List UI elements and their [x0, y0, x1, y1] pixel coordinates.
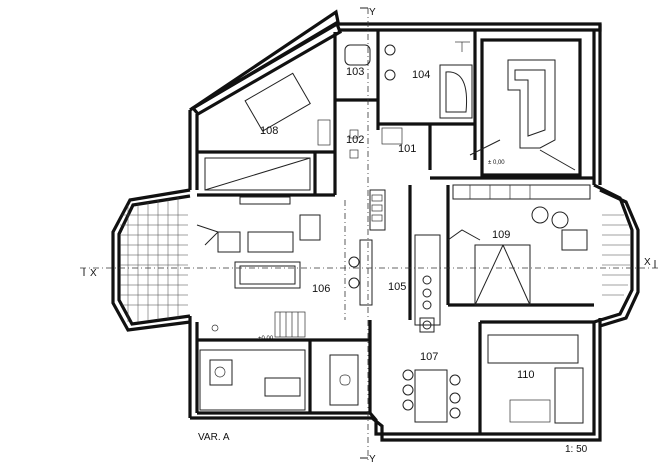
section-y-bottom: Y	[369, 454, 376, 465]
room-label-101: 101	[398, 143, 416, 155]
section-y-top: Y	[369, 7, 376, 18]
room-label-107: 107	[420, 351, 438, 363]
interior-walls	[197, 30, 594, 434]
hall-105-furniture	[344, 189, 386, 320]
room-label-106: 106	[312, 283, 330, 295]
room-label-105: 105	[388, 281, 406, 293]
section-x-left: X	[90, 268, 97, 279]
room-label-108: 108	[260, 125, 278, 137]
section-lines	[80, 7, 660, 462]
section-x-right: X	[644, 257, 651, 268]
bedroom-110-furniture	[199, 334, 584, 424]
exterior-walls	[111, 9, 640, 442]
dining-107-furniture	[329, 354, 461, 423]
living-106-furniture	[196, 196, 321, 338]
room-label-102: 102	[346, 134, 364, 146]
bedroom-109-furniture	[447, 184, 591, 306]
level-marker-entrance: ± 0,00	[488, 160, 505, 166]
bay-window-tiles-right	[602, 214, 630, 296]
room-label-110: 110	[517, 369, 535, 381]
bedroom-108-furniture	[204, 72, 331, 191]
scale-caption: 1: 50	[565, 444, 588, 455]
kitchen-counter	[414, 234, 441, 333]
room-label-103: 103	[346, 66, 364, 78]
level-marker-living: +0,00	[258, 336, 274, 342]
room-label-104: 104	[412, 69, 430, 81]
chimney-block	[469, 38, 582, 177]
room-label-109: 109	[492, 229, 510, 241]
bathroom-fixtures	[344, 41, 473, 159]
variant-caption: VAR. A	[198, 432, 230, 443]
bay-window-tiles-left	[120, 197, 188, 322]
